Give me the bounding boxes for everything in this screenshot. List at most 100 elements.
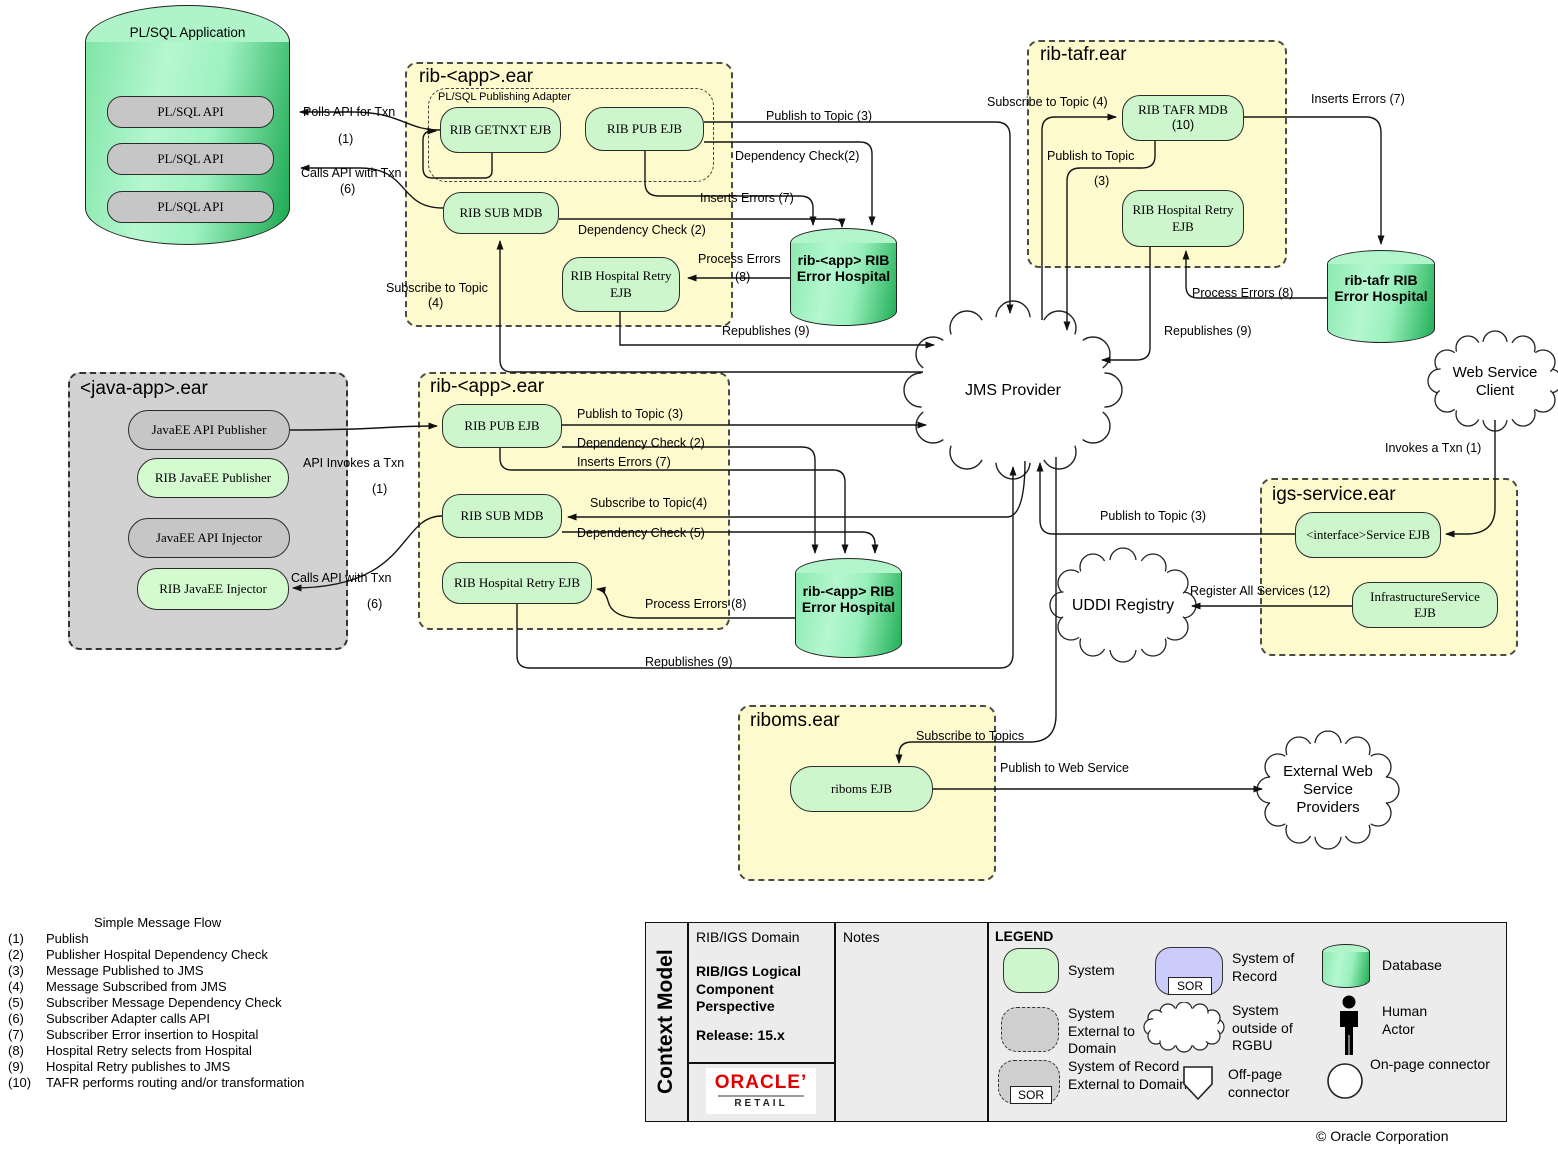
label-process-bottom: Process Errors (8): [645, 597, 747, 611]
legend-cloud-shape: [1143, 1002, 1225, 1053]
label-publish-riboms: Publish to Web Service: [1000, 761, 1129, 775]
label-publish-igs: Publish to Topic (3): [1100, 509, 1207, 523]
label-publish-top: Publish to Topic (3): [766, 109, 873, 123]
rib-app-error-hospital-top-label: rib-<app> RIB Error Hospital: [796, 252, 891, 285]
label-depcheck2-bottom: Dependency Check (2): [577, 436, 705, 450]
label-api-invokes-num: (1): [372, 482, 388, 496]
rib-tafr-error-hospital: [1327, 250, 1435, 343]
rib-pub-ejb-bottom: RIB PUB EJB: [442, 404, 562, 448]
label-process-top-num: (8): [735, 270, 751, 284]
human-actor-icon: [1340, 995, 1358, 1055]
jms-provider-label: JMS Provider: [964, 382, 1062, 399]
flow-item-6: (6)Subscriber Adapter calls API: [8, 1010, 211, 1026]
label-api-invokes: API Invokes a Txn: [303, 456, 405, 470]
legend-system-swatch: [1003, 948, 1059, 993]
rib-getnxt-ejb: RIB GETNXT EJB: [440, 107, 561, 153]
label-republish-bottom: Republishes (9): [645, 655, 733, 669]
flow-item-10: (10)TAFR performs routing and/or transfo…: [8, 1074, 305, 1090]
ear-java-app-title: <java-app>.ear: [80, 378, 208, 399]
legend-database-label: Database: [1382, 957, 1442, 973]
label-subscribe-riboms: Subscribe to Topics: [916, 729, 1025, 743]
off-page-connector-icon: [1183, 1066, 1213, 1101]
flow-item-4: (4)Message Subscribed from JMS: [8, 978, 227, 994]
flow-legend-title: Simple Message Flow: [94, 915, 222, 930]
oracle-logo-text: ORACLE’: [714, 1072, 808, 1093]
legend-human-label: Human Actor: [1382, 1003, 1428, 1037]
label-subscribe-tafr: Subscribe to Topic (4): [987, 95, 1108, 109]
plsql-api-1: PL/SQL API: [107, 96, 274, 128]
plsql-api-2: PL/SQL API: [107, 143, 274, 175]
label-republish-top: Republishes (9): [722, 324, 810, 338]
external-web-service-providers-label: External Web Service Providers: [1283, 763, 1373, 816]
label-depcheck-pub-top: Dependency Check(2): [735, 149, 860, 163]
label-inserts-tafr: Inserts Errors (7): [1311, 92, 1405, 106]
label-process-tafr: Process Errors (8): [1192, 286, 1294, 300]
plsql-api-3: PL/SQL API: [107, 191, 274, 223]
legend-sor-external-label: System of Record External to Domain: [1068, 1058, 1188, 1092]
legend-sor-label: System of Record: [1232, 950, 1295, 984]
oracle-retail-text: RETAIL: [734, 1098, 788, 1109]
label-publish-tafr-num: (3): [1094, 174, 1110, 188]
flow-item-2: (2)Publisher Hospital Dependency Check: [8, 946, 268, 962]
legend-onpage-label: On-page connector: [1370, 1056, 1490, 1072]
legend-outside-label: System outside of RGBU: [1232, 1002, 1293, 1053]
plsql-publishing-adapter-label: PL/SQL Publishing Adapter: [438, 91, 571, 103]
rib-hospital-retry-ejb-top: RIB Hospital Retry EJB: [562, 257, 680, 312]
ear-igs-service-title: igs-service.ear: [1272, 484, 1396, 505]
label-inserts-bottom: Inserts Errors (7): [577, 455, 671, 469]
label-subscribe-top: Subscribe to Topic: [386, 281, 488, 295]
rib-hospital-retry-ejb-tafr: RIB Hospital Retry EJB: [1122, 190, 1244, 247]
release-label: Release: 15.x: [696, 1027, 785, 1043]
ear-rib-app-bottom-title: rib-<app>.ear: [430, 376, 545, 397]
legend-system-label: System: [1068, 962, 1115, 978]
flow-legend-list: (1)Publish (2)Publisher Hospital Depende…: [8, 931, 408, 1091]
rib-tafr-mdb: RIB TAFR MDB (10): [1122, 95, 1244, 141]
legend-title: LEGEND: [995, 928, 1054, 944]
javaee-api-injector: JavaEE API Injector: [128, 518, 290, 558]
label-calls-num-bottom: (6): [367, 597, 383, 611]
ear-riboms-title: riboms.ear: [750, 710, 840, 731]
rib-app-error-hospital-top: [790, 228, 897, 326]
legend-database-icon: [1322, 944, 1370, 988]
rib-app-error-hospital-bottom-label: rib-<app> RIB Error Hospital: [801, 583, 896, 616]
web-service-client-label: Web Service Client: [1452, 364, 1538, 399]
label-register-services: Register All Services (12): [1190, 584, 1331, 598]
oracle-retail-logo: ORACLE’ RETAIL: [706, 1068, 816, 1114]
riboms-ejb: riboms EJB: [790, 766, 933, 812]
label-subscribe-top-num: (4): [428, 296, 444, 310]
rib-javaee-publisher: RIB JavaEE Publisher: [137, 458, 289, 498]
legend-external-swatch: [1001, 1007, 1059, 1052]
flow-item-3: (3)Message Published to JMS: [8, 962, 204, 978]
legend-sor-tag: SOR: [1168, 977, 1212, 995]
label-polls-api: Polls API for Txn: [303, 105, 396, 119]
rib-hospital-retry-ejb-bottom: RIB Hospital Retry EJB: [442, 562, 592, 604]
label-process-top: Process Errors: [698, 252, 781, 266]
rib-sub-mdb-bottom: RIB SUB MDB: [442, 494, 562, 538]
wire-igs-publish: [1036, 462, 1295, 535]
legend-external-label: System External to Domain: [1068, 1005, 1135, 1056]
rib-tafr-mdb-number: (10): [1171, 118, 1195, 133]
rib-tafr-error-hospital-label: rib-tafr RIB Error Hospital: [1334, 272, 1428, 305]
legend-sor-external-tag: SOR: [1010, 1086, 1052, 1104]
context-model-title: Context Model: [654, 949, 677, 1095]
flow-item-8: (8)Hospital Retry selects from Hospital: [8, 1042, 252, 1058]
label-publish-bottom: Publish to Topic (3): [577, 407, 684, 421]
label-publish-tafr: Publish to Topic: [1047, 149, 1135, 163]
copyright: © Oracle Corporation: [1316, 1128, 1449, 1144]
on-page-connector-icon: [1327, 1063, 1363, 1099]
perspective-title: RIB/IGS Logical Component Perspective: [696, 963, 802, 1014]
flow-item-5: (5)Subscriber Message Dependency Check: [8, 994, 282, 1010]
label-calls-api-top: Calls API with Txn: [301, 166, 402, 180]
label-inserts-top: Inserts Errors (7): [700, 191, 794, 205]
label-calls-api-bottom: Calls API with Txn: [291, 571, 392, 585]
infrastructure-service-ejb: InfrastructureService EJB: [1352, 582, 1498, 628]
label-polls-num: (1): [338, 132, 354, 146]
rib-javaee-injector: RIB JavaEE Injector: [137, 568, 289, 610]
label-depcheck-sub-top: Dependency Check (2): [578, 223, 706, 237]
plsql-application-title: PL/SQL Application: [129, 25, 246, 40]
javaee-api-publisher: JavaEE API Publisher: [128, 410, 290, 450]
rib-pub-ejb-top: RIB PUB EJB: [585, 107, 704, 151]
label-calls-num-top: (6): [340, 182, 356, 196]
flow-item-1: (1)Publish: [8, 931, 89, 946]
